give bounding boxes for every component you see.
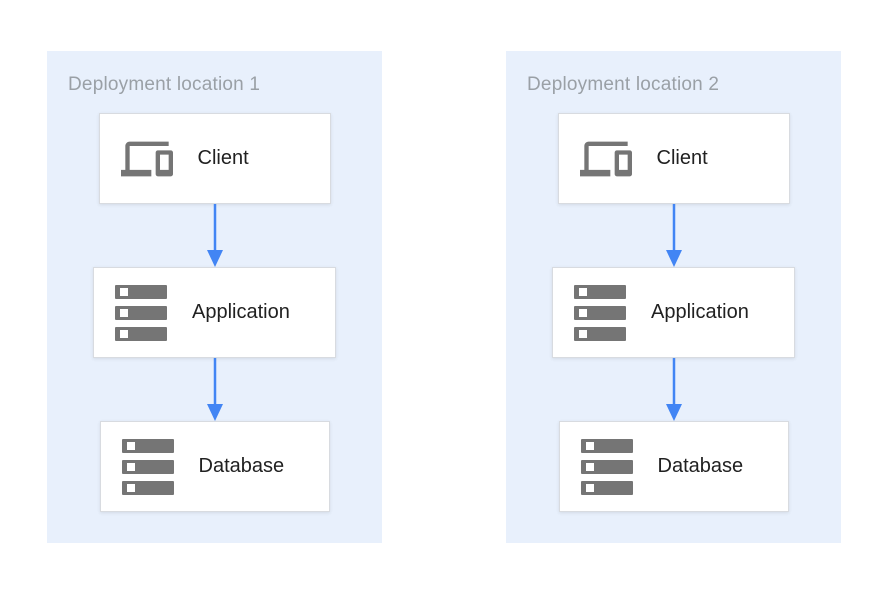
server-stack-icon: [574, 284, 626, 341]
node-label: Client: [197, 147, 249, 169]
node-application: Application: [552, 267, 795, 358]
flow-column: Client Application Database: [47, 113, 382, 512]
node-database: Database: [99, 421, 330, 512]
flow-column: Client Application Database: [506, 113, 841, 512]
node-label: Database: [198, 455, 285, 477]
node-label: Application: [192, 301, 290, 323]
panel-title: Deployment location 1: [68, 74, 261, 95]
node-client: Client: [557, 113, 790, 204]
node-database: Database: [558, 421, 789, 512]
arrow-down-icon: [664, 358, 683, 421]
devices-icon: [120, 133, 173, 185]
node-label: Database: [657, 455, 744, 477]
arrow-down-icon: [205, 204, 224, 267]
deployment-location-1-panel: Deployment location 1 Client Application: [47, 51, 382, 543]
arrow-down-icon: [664, 204, 683, 267]
server-stack-icon: [121, 438, 174, 495]
deployment-location-2-panel: Deployment location 2 Client Application: [506, 51, 841, 543]
node-client: Client: [98, 113, 331, 204]
panel-title: Deployment location 2: [527, 74, 720, 95]
devices-icon: [579, 133, 632, 185]
node-application: Application: [93, 267, 336, 358]
server-stack-icon: [580, 438, 633, 495]
node-label: Application: [651, 301, 749, 323]
server-stack-icon: [115, 284, 167, 341]
node-label: Client: [656, 147, 708, 169]
arrow-down-icon: [205, 358, 224, 421]
